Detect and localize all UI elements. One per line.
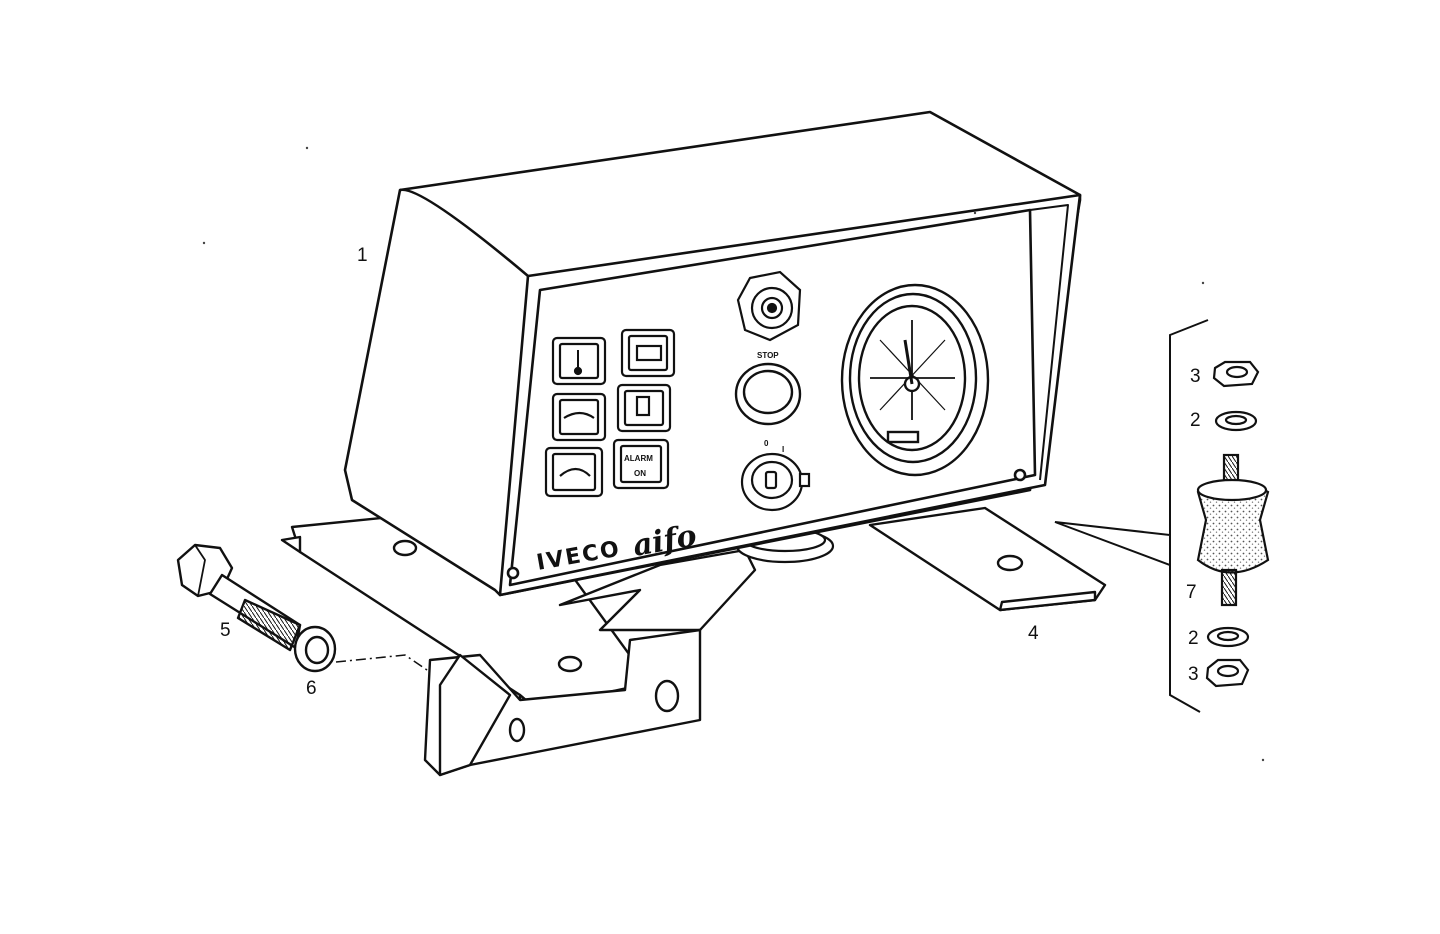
bolt-assembly-line bbox=[335, 654, 431, 673]
lamp-preheat[interactable] bbox=[544, 446, 604, 498]
key-position-0: 0 bbox=[764, 439, 769, 448]
lamp-battery[interactable] bbox=[620, 328, 676, 378]
lamp-fuel[interactable] bbox=[616, 383, 672, 433]
hex-bolt bbox=[176, 543, 302, 652]
callout-nut-top: 3 bbox=[1190, 366, 1201, 387]
alarm-label-line1: ALARM bbox=[624, 454, 653, 463]
hex-nut-bottom bbox=[1205, 658, 1250, 688]
lamp-coolant-temp[interactable] bbox=[551, 336, 607, 386]
callout-bolt: 5 bbox=[220, 620, 231, 641]
lamp-alarm-on[interactable] bbox=[612, 438, 670, 490]
warning-lamps-grid bbox=[544, 328, 676, 498]
bolt-washer bbox=[293, 625, 337, 673]
fuse-holder-cap[interactable] bbox=[736, 270, 802, 342]
print-specks bbox=[202, 146, 1265, 762]
callout-panel-box: 1 bbox=[357, 245, 368, 266]
key-position-1: I bbox=[782, 445, 784, 454]
callout-bracket: 4 bbox=[1028, 623, 1039, 644]
mounting-bracket bbox=[280, 502, 1107, 777]
flat-washer-top bbox=[1214, 410, 1258, 432]
stop-button[interactable] bbox=[734, 362, 802, 426]
rubber-mount-damper bbox=[1196, 453, 1270, 607]
hex-nut-top bbox=[1212, 360, 1260, 388]
alarm-label-line2: ON bbox=[634, 469, 646, 478]
kit-bracket-lines bbox=[1054, 319, 1209, 713]
callout-nut-bottom: 3 bbox=[1188, 664, 1199, 685]
lamp-oil-pressure[interactable] bbox=[551, 392, 607, 442]
callout-mount-damper: 7 bbox=[1186, 582, 1197, 603]
ignition-key-switch[interactable] bbox=[740, 452, 811, 512]
callout-washer-top: 2 bbox=[1190, 410, 1201, 431]
callout-washer-bottom: 2 bbox=[1188, 628, 1199, 649]
tachometer-gauge bbox=[840, 283, 990, 477]
flat-washer-bottom bbox=[1206, 626, 1250, 648]
stop-label: STOP bbox=[757, 351, 779, 360]
callout-bolt-washer: 6 bbox=[306, 678, 317, 699]
